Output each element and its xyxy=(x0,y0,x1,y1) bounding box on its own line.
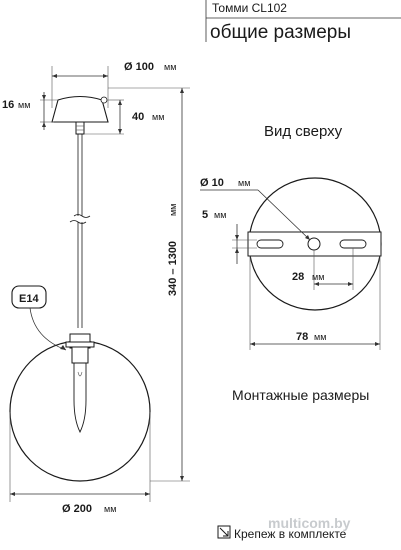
slot-width-unit: мм xyxy=(214,210,226,220)
mounting-title: Монтажные размеры xyxy=(232,387,369,403)
hole-diameter-dimension: Ø 10 мм xyxy=(200,177,311,241)
bracket-length-label: 78 xyxy=(296,331,308,343)
socket-callout: E14 xyxy=(11,285,67,351)
hole-spacing-label: 28 xyxy=(292,271,304,283)
canopy-diameter-label: Ø 100 xyxy=(124,61,154,73)
total-length-dimension: 340 – 1300 мм xyxy=(108,87,190,482)
watermark: multicom.by xyxy=(268,515,351,531)
total-length-label: 340 – 1300 xyxy=(167,241,179,296)
slot-width-label: 5 xyxy=(202,209,208,221)
cord xyxy=(69,134,91,328)
slot-width-dimension: 5 мм xyxy=(202,209,257,264)
hole-spacing-unit: мм xyxy=(312,272,324,282)
canopy xyxy=(51,95,109,135)
canopy-height-unit: мм xyxy=(18,100,30,110)
shade-diameter-label: Ø 200 xyxy=(62,503,92,515)
top-view xyxy=(247,177,382,311)
canopy-screw-icon xyxy=(100,96,108,104)
socket-type-label: E14 xyxy=(19,293,39,305)
shade-diameter-dimension: Ø 200 мм xyxy=(9,412,151,515)
header: Томми CL102 общие размеры xyxy=(205,0,401,43)
bracket-length-dimension: 78 мм xyxy=(249,256,381,350)
left-slot xyxy=(256,239,284,249)
canopy-height-dimension: 16 мм xyxy=(2,92,58,130)
total-length-unit: мм xyxy=(168,204,178,216)
holder-height-dimension: 40 мм xyxy=(84,99,164,135)
fasteners-note: Крепеж в комплекте xyxy=(234,527,347,541)
shade xyxy=(9,333,151,482)
hole-spacing-dimension: 28 мм xyxy=(292,248,354,290)
top-view-title: Вид сверху xyxy=(264,123,343,140)
hole-diameter-label: Ø 10 xyxy=(200,177,224,189)
canopy-height-label: 16 xyxy=(2,99,14,111)
canopy-diameter-unit: мм xyxy=(164,62,176,72)
footer-note: Крепеж в комплекте xyxy=(217,525,347,541)
right-slot xyxy=(339,239,367,249)
holder-height-unit: мм xyxy=(152,112,164,122)
model-name: Томми CL102 xyxy=(212,1,287,15)
page-title: общие размеры xyxy=(210,22,351,43)
bracket-length-unit: мм xyxy=(314,332,326,342)
hole-diameter-unit: мм xyxy=(238,178,250,188)
bulb-icon xyxy=(73,362,87,434)
arrow-box-icon xyxy=(217,525,231,539)
canopy-diameter-dimension: Ø 100 мм xyxy=(51,61,176,108)
shade-diameter-unit: мм xyxy=(104,504,116,514)
holder-height-label: 40 xyxy=(132,111,144,123)
